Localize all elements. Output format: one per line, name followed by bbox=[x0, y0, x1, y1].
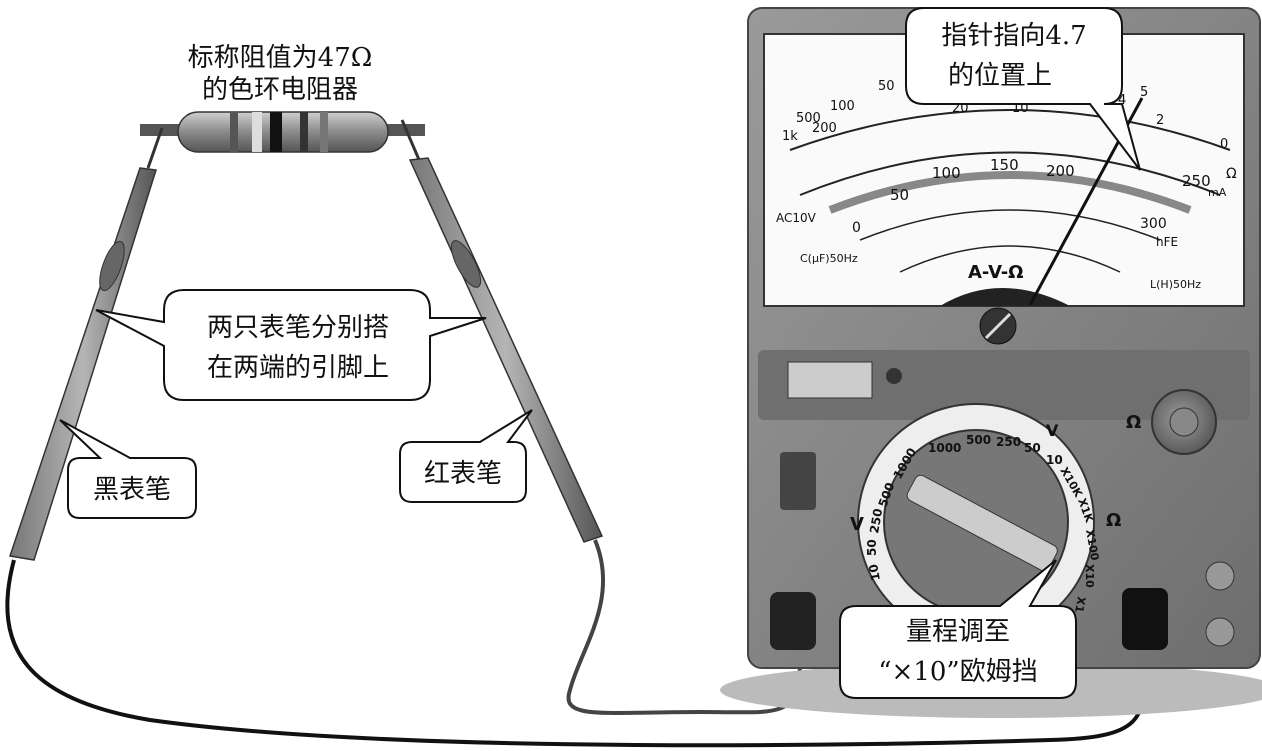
black-probe-callout: 黑表笔 bbox=[59, 419, 197, 519]
ohm-tick-label: 1k bbox=[782, 129, 798, 144]
red-probe-guard bbox=[450, 240, 482, 288]
transistor-socket bbox=[780, 452, 816, 510]
dc-tick-label: 50 bbox=[890, 186, 909, 204]
dial-value: 10 bbox=[1046, 453, 1063, 467]
mirror-band bbox=[828, 171, 1192, 214]
callout-text: 量程调至 bbox=[906, 617, 1010, 647]
ohm-tick-label: 2 bbox=[1156, 113, 1164, 128]
dial-value: 250 bbox=[996, 435, 1021, 449]
red-probe-tip bbox=[400, 119, 422, 163]
ohm-tick-label: 0 bbox=[1220, 137, 1228, 152]
ohm-zero-adjust-symbol: Ω bbox=[1126, 412, 1141, 433]
dial-value: 1000 bbox=[928, 441, 961, 455]
ac-range-label: AC10V bbox=[776, 211, 817, 225]
ohm-tick-label: 100 bbox=[830, 99, 855, 114]
dial-dcv-label: V bbox=[850, 514, 864, 535]
ohm-tick-label: 4 bbox=[1118, 93, 1126, 108]
dial-value: X100 bbox=[1083, 528, 1101, 562]
ohm-tick-label: 50 bbox=[878, 79, 895, 94]
indicator-led bbox=[886, 368, 902, 384]
callout-bubble bbox=[399, 409, 533, 503]
ma-unit-label: mA bbox=[1208, 186, 1227, 199]
dial-acv-label: V bbox=[1046, 421, 1059, 440]
dc-tick-label: 150 bbox=[990, 156, 1019, 174]
callout-text: “×10”欧姆挡 bbox=[878, 657, 1037, 687]
ind-scale-arc bbox=[899, 245, 1121, 273]
jack-extra-2[interactable] bbox=[1205, 617, 1235, 647]
hfe-label: hFE bbox=[1156, 235, 1178, 249]
black-probe-wire bbox=[5, 559, 1146, 748]
dial-value: 10 bbox=[866, 563, 883, 582]
dial-value: 250 bbox=[867, 507, 885, 534]
dial-value: X1 bbox=[1072, 595, 1088, 613]
color-band-4 bbox=[300, 112, 308, 152]
callout-bubble bbox=[95, 289, 487, 401]
dc-tick-label: 100 bbox=[932, 164, 961, 182]
resistor-body bbox=[177, 111, 389, 153]
black-probe bbox=[9, 127, 164, 561]
red-probe-wire bbox=[566, 539, 802, 715]
ohm-unit-label: Ω bbox=[1226, 166, 1237, 182]
jack-extra-1[interactable] bbox=[1205, 561, 1235, 591]
display-window bbox=[787, 361, 873, 399]
callout-text: 指针指向4.7 bbox=[941, 21, 1086, 51]
pointer-pivot bbox=[940, 288, 1070, 306]
range-callout: 量程调至 “×10”欧姆挡 bbox=[839, 559, 1077, 699]
dc-scale2-labels: 0 300 bbox=[852, 216, 1167, 236]
ohm-zero-adjust-center bbox=[1169, 407, 1199, 437]
inductance-label: L(H)50Hz bbox=[1150, 278, 1201, 291]
black-probe-guard bbox=[99, 240, 125, 292]
face-label: A-V-Ω bbox=[968, 262, 1024, 283]
callout-text: 红表笔 bbox=[424, 459, 502, 489]
color-band-3 bbox=[270, 112, 282, 152]
ohm-tick-label: 500 bbox=[796, 111, 821, 126]
jack-com[interactable] bbox=[770, 592, 816, 650]
dial-top-values: 1000 500 250 50 10 bbox=[928, 433, 1063, 467]
color-band-2 bbox=[252, 112, 262, 152]
callout-bubble bbox=[905, 7, 1141, 171]
resistor-label-line2: 的色环电阻器 bbox=[202, 75, 358, 105]
capacitance-label: C(μF)50Hz bbox=[800, 252, 858, 265]
dial-value: X10 bbox=[1083, 564, 1096, 588]
callout-bubble bbox=[839, 559, 1077, 699]
control-panel bbox=[758, 350, 1250, 420]
callout-text: 黑表笔 bbox=[93, 475, 171, 505]
pointer-callout: 指针指向4.7 的位置上 bbox=[905, 7, 1141, 171]
dial-value: 500 bbox=[966, 433, 991, 447]
resistor bbox=[140, 111, 425, 153]
color-band-5 bbox=[320, 112, 328, 152]
range-selector-pointer bbox=[906, 474, 1058, 572]
dc2-tick-label: 300 bbox=[1140, 216, 1167, 232]
color-band-1 bbox=[230, 112, 238, 152]
red-probe-callout: 红表笔 bbox=[399, 409, 533, 503]
callout-text: 两只表笔分别搭 bbox=[207, 313, 389, 343]
dial-value: 50 bbox=[1024, 441, 1041, 455]
ohm-scale-arc bbox=[789, 109, 1231, 151]
probes-callout: 两只表笔分别搭 在两端的引脚上 bbox=[95, 289, 487, 401]
dc-scale-labels: 50 100 150 200 250 bbox=[890, 156, 1211, 204]
black-probe-tip bbox=[146, 127, 164, 169]
screw-slot bbox=[984, 312, 1012, 340]
dc-tick-label: 250 bbox=[1182, 172, 1211, 190]
callout-text: 的位置上 bbox=[948, 61, 1052, 91]
cap-scale-arc bbox=[859, 209, 1161, 241]
dc-tick-label: 200 bbox=[1046, 162, 1075, 180]
dial-value: 50 bbox=[865, 539, 879, 556]
dc-scale-arc bbox=[799, 151, 1221, 196]
callout-text: 在两端的引脚上 bbox=[207, 353, 389, 383]
callout-bubble bbox=[59, 419, 197, 519]
dc2-tick-label: 0 bbox=[852, 220, 861, 236]
jack-positive[interactable] bbox=[1122, 588, 1168, 650]
ohm-tick-label: 5 bbox=[1140, 85, 1148, 100]
dial-ohm-label: Ω bbox=[1106, 510, 1121, 531]
ohm-tick-label: 200 bbox=[812, 121, 837, 136]
resistor-label-line1: 标称阻值为47Ω bbox=[188, 43, 373, 73]
